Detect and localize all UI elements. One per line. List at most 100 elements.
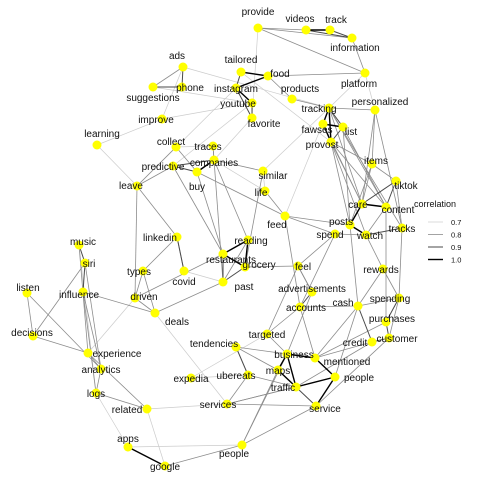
edge-feel-targeted: [266, 265, 299, 335]
edge-care-tiktok: [361, 180, 397, 205]
edge-layer: [26, 27, 403, 467]
edge-related-google: [146, 408, 166, 467]
node-listen: [22, 288, 32, 298]
node-services: [222, 399, 232, 409]
node-tracking: [324, 103, 334, 113]
node-label-cash: cash: [332, 298, 353, 309]
node-label-leave: leave: [119, 181, 143, 192]
node-provost: [326, 137, 336, 147]
edge-ads-tracking: [182, 66, 330, 109]
edge-feed-posts: [284, 215, 351, 226]
legend-label-0.9: 0.9: [451, 243, 461, 252]
node-linkedin: [172, 232, 182, 242]
edge-items-posts: [349, 163, 373, 226]
node-label-tracking: tracking: [301, 104, 336, 115]
node-label-items: items: [364, 156, 388, 167]
node-life: [260, 186, 270, 196]
node-label-products: products: [281, 84, 319, 95]
node-label-spend: spend: [316, 230, 343, 241]
node-label-accounts: accounts: [286, 303, 326, 314]
node-label-music: music: [70, 237, 96, 248]
edge-traces-past: [212, 145, 224, 283]
edge-siri-decisions: [32, 262, 86, 337]
edge-past-deals: [154, 281, 224, 314]
edge-suggestions-youtube: [152, 86, 253, 104]
node-label-youtube: youtube: [220, 99, 256, 110]
node-label-companies: companies: [190, 158, 238, 169]
node-label-experience: experience: [93, 349, 142, 360]
edge-listen-decisions: [26, 292, 34, 337]
node-label-purchases: purchases: [369, 314, 415, 325]
node-videos: [301, 25, 311, 35]
node-label-track: track: [325, 15, 348, 26]
node-influence: [78, 287, 88, 297]
node-label-ads: ads: [169, 51, 185, 62]
edge-linkedin-types: [142, 236, 178, 272]
edge-tracking-provost: [328, 107, 332, 143]
node-rewards: [378, 264, 388, 274]
edge-watch-tracks: [365, 227, 403, 236]
legend-label-0.8: 0.8: [451, 231, 461, 240]
node-traces: [208, 141, 218, 151]
node-label-collect: collect: [157, 137, 186, 148]
edge-purchases-mentioned: [314, 321, 387, 359]
edge-collect-traces: [175, 145, 214, 148]
edge-predictive-restaurants: [172, 165, 224, 255]
node-label-decisions: decisions: [11, 328, 53, 339]
edge-life-companies: [213, 159, 266, 192]
edge-improve-youtube: [161, 102, 253, 120]
node-content: [381, 202, 391, 212]
node-label-care: care: [348, 200, 368, 211]
edge-logs-related: [95, 392, 148, 410]
edge-services-service: [226, 403, 317, 407]
edge-favorite-companies: [213, 117, 253, 161]
node-label-watch: watch: [356, 231, 383, 242]
edge-platform-tracking: [328, 72, 366, 109]
edge-products-tracking: [291, 98, 330, 109]
node-label-learning: learning: [84, 129, 120, 140]
node-label-provost: provost: [306, 140, 339, 151]
edge-feel-spend: [297, 233, 336, 267]
node-improve: [157, 114, 167, 124]
node-predictive: [168, 161, 178, 171]
edge-spending-customer: [388, 297, 400, 339]
legend-title: correlation: [414, 199, 456, 209]
edge-companies-predictive: [172, 159, 215, 167]
edge-customer-service: [315, 337, 390, 407]
node-platform: [360, 68, 370, 78]
node-buy: [192, 167, 202, 177]
node-related: [142, 404, 152, 414]
node-food: [263, 71, 273, 81]
edge-personalized-tracking: [328, 107, 376, 111]
node-past: [218, 277, 228, 287]
edge-people-service: [241, 405, 317, 446]
node-phone: [177, 82, 187, 92]
edge-reading-grocery: [244, 239, 249, 268]
edge-tendencies-business: [235, 346, 288, 355]
edge-tracks-spending: [398, 227, 403, 299]
edge-rewards-cash: [357, 268, 384, 307]
node-label-credit: credit: [343, 338, 368, 349]
edge-provide-platform: [257, 27, 366, 74]
edge-improve-learning: [96, 118, 163, 146]
node-traffic: [291, 382, 301, 392]
node-mentioned: [310, 353, 320, 363]
node-feel: [293, 261, 303, 271]
edge-leave-collect: [136, 146, 177, 187]
legend-label-0.7: 0.7: [451, 218, 461, 227]
node-companies: [209, 155, 219, 165]
edge-google-people: [164, 444, 243, 467]
node-label-spending: spending: [370, 294, 411, 305]
node-label-deals: deals: [165, 317, 189, 328]
node-care: [357, 199, 367, 209]
edge-provost-items: [330, 141, 373, 165]
node-cash: [353, 301, 363, 311]
node-label-life: life: [255, 188, 268, 199]
node-label-logs: logs: [87, 389, 105, 400]
node-label-listen: listen: [16, 283, 39, 294]
edge-credit-traffic: [295, 341, 373, 388]
node-label-service: service: [309, 404, 341, 415]
node-label-instagram: instagram: [214, 84, 258, 95]
node-label-feel: feel: [295, 262, 311, 273]
node-provide: [253, 23, 263, 33]
